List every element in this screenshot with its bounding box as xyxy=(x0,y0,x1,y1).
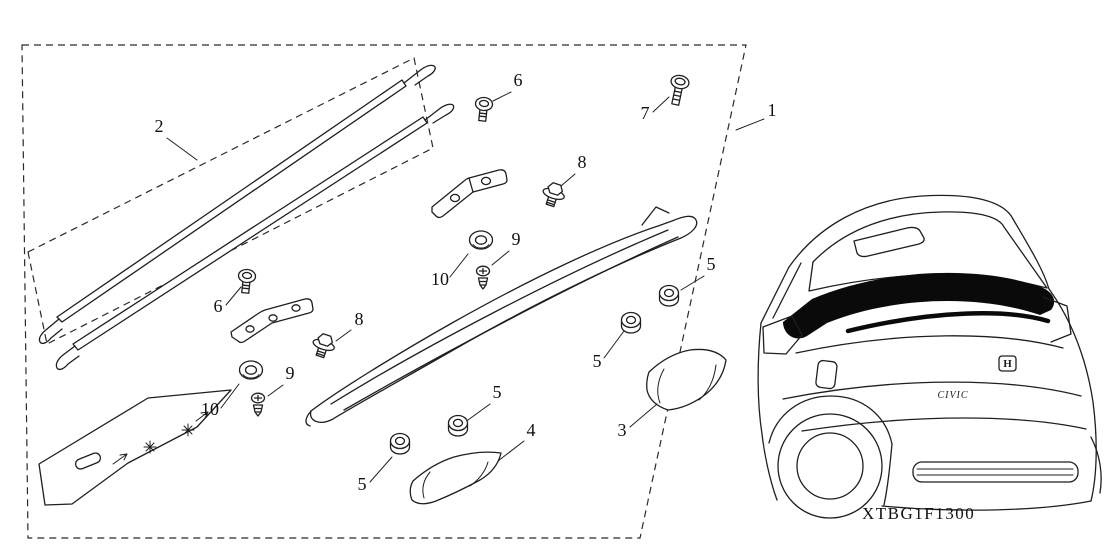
taillight-left xyxy=(762,315,803,355)
callout-3: 3 xyxy=(618,420,627,440)
callout-1: 1 xyxy=(768,100,777,120)
clip-nut-5-d xyxy=(389,432,411,455)
callout-5-d: 5 xyxy=(358,474,367,494)
rear-wheel-rim xyxy=(796,432,864,500)
callout-6-bottom: 6 xyxy=(214,296,223,316)
spoiler-wing xyxy=(305,206,698,427)
bolt-7 xyxy=(670,74,690,106)
civic-badge: CIVIC xyxy=(937,390,968,401)
callout-7: 7 xyxy=(641,103,650,123)
pad-4 xyxy=(409,451,502,505)
garnish-strip-upper xyxy=(38,64,436,345)
callout-8-top: 8 xyxy=(578,152,587,172)
honda-emblem-letter: H xyxy=(1003,358,1012,370)
callout-5-a: 5 xyxy=(707,254,716,274)
fuel-door xyxy=(815,359,838,390)
bumper-reflector xyxy=(912,461,1079,483)
callout-4: 4 xyxy=(527,420,536,440)
callout-9-top: 9 xyxy=(512,229,521,249)
garnish-strip-lower xyxy=(55,103,455,371)
flange-bolt-8-bottom xyxy=(312,333,335,359)
bolt-6-bottom xyxy=(237,268,257,294)
callout-8-bottom: 8 xyxy=(355,309,364,329)
clip-nut-5-c xyxy=(447,414,469,437)
bracket-bottom xyxy=(230,298,314,344)
flange-bolt-8-top xyxy=(542,182,565,208)
callout-10-bottom: 10 xyxy=(201,399,219,419)
callout-10-top: 10 xyxy=(431,269,449,289)
callout-5-c: 5 xyxy=(493,382,502,402)
callout-5-b: 5 xyxy=(593,351,602,371)
sunroof xyxy=(853,226,925,258)
taillight-right xyxy=(1042,296,1072,343)
leader-lines xyxy=(166,91,765,483)
pad-3 xyxy=(646,348,727,411)
bolt-6-top xyxy=(474,96,494,122)
bracket-top xyxy=(431,169,508,219)
callout-9-bottom: 9 xyxy=(286,363,295,383)
callout-6-top: 6 xyxy=(514,70,523,90)
honda-emblem xyxy=(998,355,1017,372)
callout-2: 2 xyxy=(155,116,164,136)
garnish-strip-frame xyxy=(27,57,434,345)
car-illustration: H CIVIC xyxy=(757,194,1102,519)
screw-clip-9-bottom xyxy=(250,392,266,417)
screw-clip-9-top xyxy=(475,265,491,290)
clip-nut-5-b xyxy=(620,311,642,334)
spoiler-highlight xyxy=(783,272,1055,339)
wheel-arch xyxy=(768,395,893,445)
grommet-10-bottom xyxy=(238,360,264,380)
rear-wheel xyxy=(777,413,883,519)
trim-template xyxy=(38,389,232,506)
diagram-code: XTBG1F1300 xyxy=(862,504,975,523)
outer-kit-frame xyxy=(21,44,747,539)
clip-nut-5-a xyxy=(658,284,680,307)
grommet-10-top xyxy=(468,230,494,250)
